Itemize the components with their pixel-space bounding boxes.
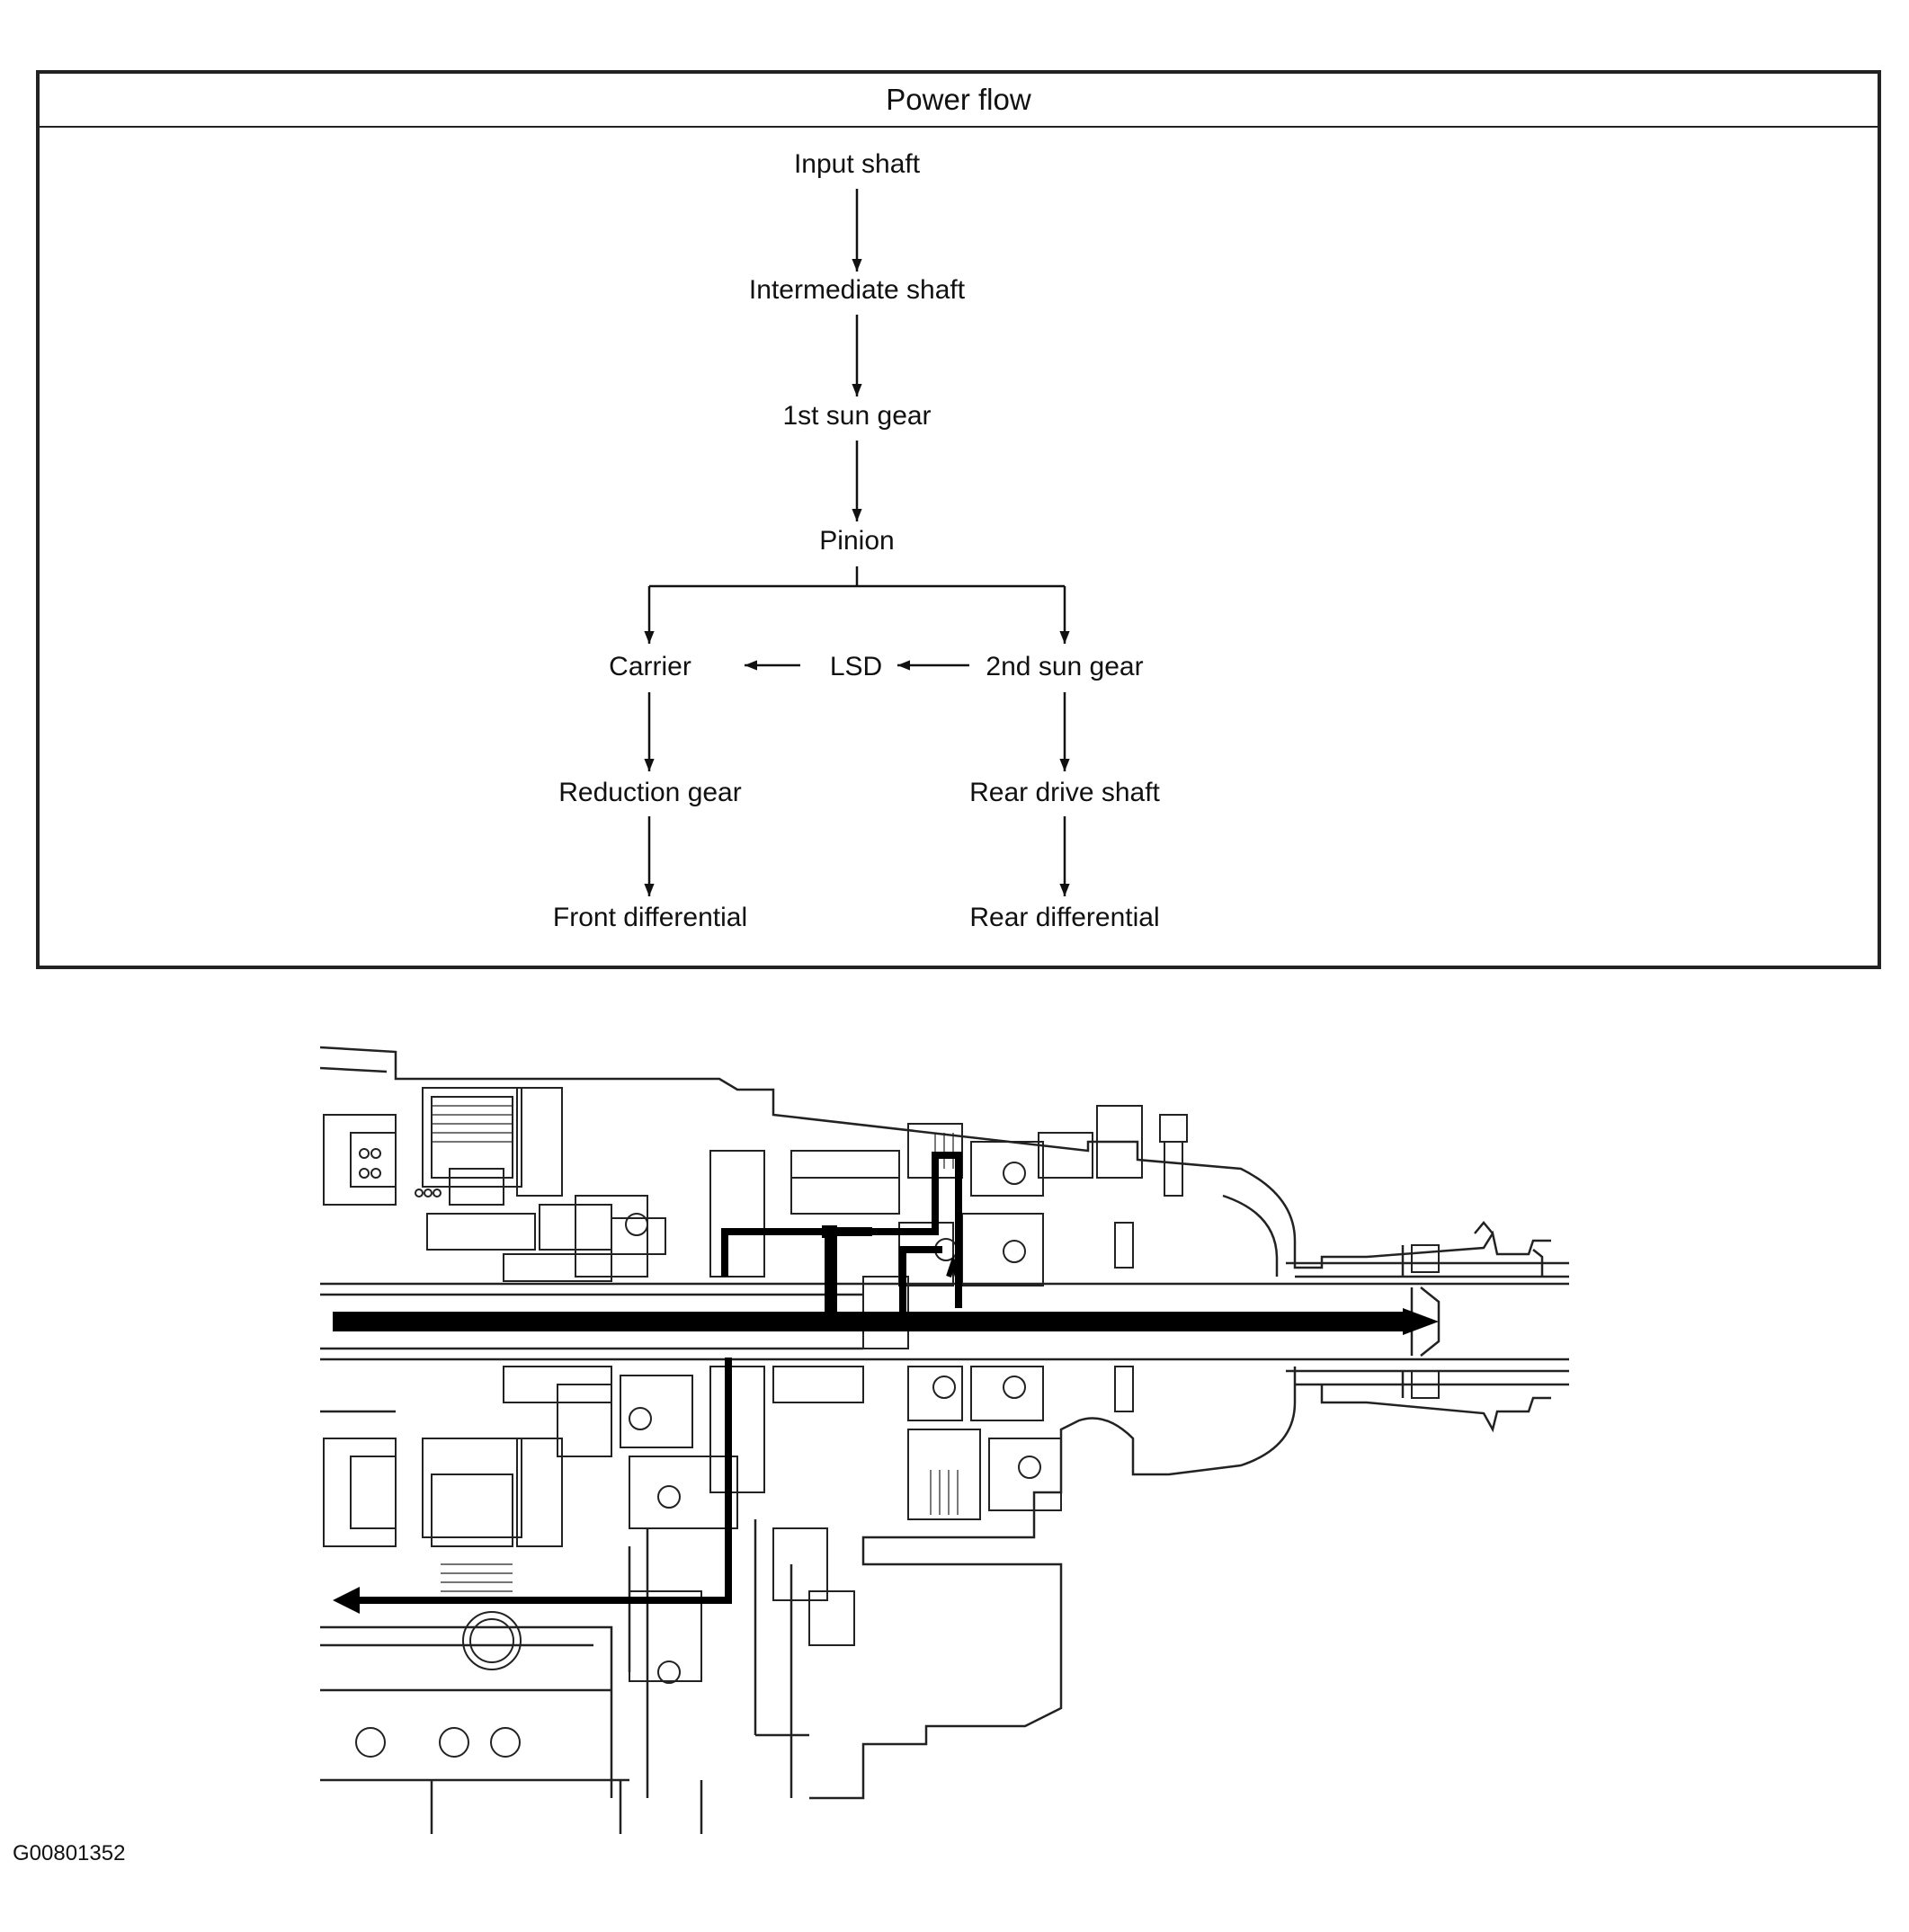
clutch-plates bbox=[432, 1105, 959, 1601]
front-output-arrow bbox=[333, 1587, 360, 1614]
node-pinion: Pinion bbox=[819, 526, 895, 556]
power-flow-title: Power flow bbox=[40, 74, 1878, 128]
bearing-balls bbox=[355, 1148, 1041, 1758]
housing-outline bbox=[319, 1046, 1569, 1834]
node-lsd: LSD bbox=[829, 652, 883, 681]
node-intermediate-shaft: Intermediate shaft bbox=[748, 275, 966, 305]
node-1st-sun-gear: 1st sun gear bbox=[782, 401, 932, 431]
node-carrier: Carrier bbox=[609, 652, 691, 681]
internal-components bbox=[323, 1087, 1440, 1682]
node-input-shaft: Input shaft bbox=[793, 149, 921, 179]
power-flow-box: Power flow bbox=[36, 70, 1881, 969]
power-flow-arrows bbox=[644, 189, 1070, 896]
figure-id: G00801352 bbox=[13, 1841, 126, 1865]
node-rear-differential: Rear differential bbox=[969, 903, 1160, 932]
node-front-differential: Front differential bbox=[552, 903, 748, 932]
node-rear-drive-shaft: Rear drive shaft bbox=[969, 778, 1160, 807]
power-flow-path bbox=[333, 1152, 1439, 1614]
node-2nd-sun-gear: 2nd sun gear bbox=[986, 652, 1144, 681]
node-reduction-gear: Reduction gear bbox=[558, 778, 742, 807]
